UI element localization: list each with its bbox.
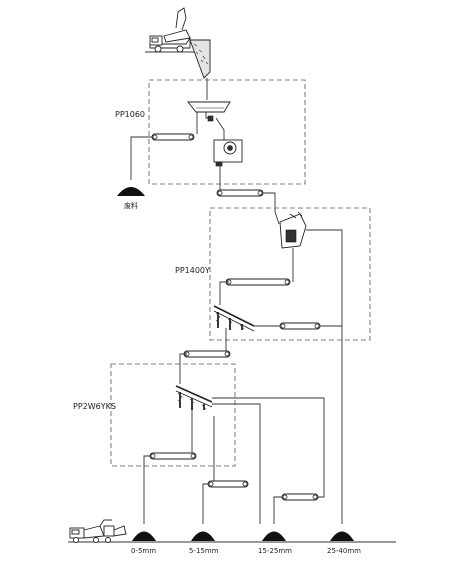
stockpile-icon	[132, 531, 156, 541]
product-label-0-5: 0-5mm	[131, 547, 156, 555]
loader-truck-icon	[69, 519, 127, 543]
stage-label-pp1400y: PP1400Y	[175, 266, 210, 275]
stage-label-pp2w6yks: PP2W6YKS	[73, 402, 116, 411]
belt-conveyor-icon	[225, 278, 291, 286]
stockpile-icon	[191, 531, 215, 541]
belt-conveyor-icon	[151, 133, 195, 141]
stockpile-icon	[117, 187, 145, 196]
dump-truck-icon	[149, 7, 191, 53]
product-label-25-40: 25-40mm	[327, 547, 361, 555]
product-label-5-15: 5-15mm	[189, 547, 219, 555]
belt-conveyor-icon	[149, 452, 197, 460]
rock-slope-icon	[189, 39, 211, 79]
stage-box-pp2w6yks	[110, 363, 236, 467]
belt-conveyor-icon	[216, 189, 264, 197]
belt-conveyor-icon	[281, 493, 319, 501]
belt-conveyor-icon	[279, 322, 321, 330]
waste-label: 废料	[124, 201, 138, 210]
stage-label-pp1060: PP1060	[115, 110, 145, 119]
belt-conveyor-icon	[207, 480, 249, 488]
hopper-feeder-icon	[187, 101, 231, 122]
stage-box-pp1400y	[209, 207, 371, 341]
belt-conveyor-icon	[183, 350, 231, 358]
stockpile-icon	[262, 531, 286, 541]
jaw-crusher-icon	[213, 139, 243, 167]
stage-box-pp1060	[148, 79, 306, 185]
impact-crusher-icon	[279, 211, 307, 249]
stockpile-icon	[330, 531, 354, 541]
vibrating-screen-icon	[213, 305, 255, 332]
vibrating-screen-icon	[175, 385, 213, 410]
product-label-15-25: 15-25mm	[258, 547, 292, 555]
